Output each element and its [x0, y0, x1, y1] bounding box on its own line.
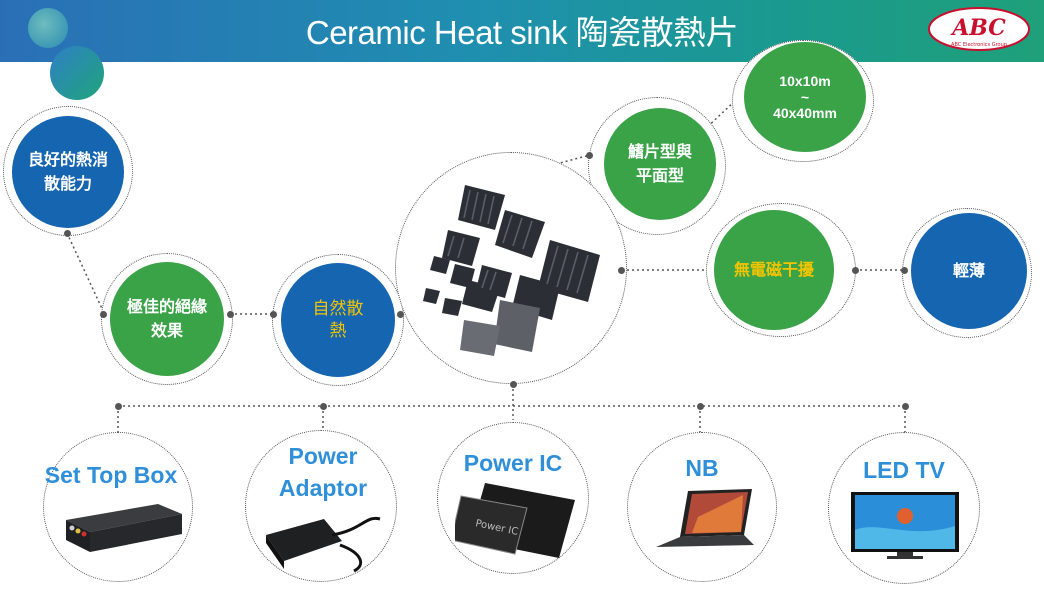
application-set-top-box	[43, 432, 193, 582]
abc-logo: ABC ABC Electronics Group	[925, 4, 1033, 54]
laptop-icon	[648, 487, 758, 553]
application-power-adaptor	[245, 430, 397, 582]
tv-icon	[849, 490, 961, 562]
feature-label: 無電磁干擾	[733, 260, 814, 279]
application-label: Power IC	[463, 450, 563, 476]
feature-label: 良好的熱消散能力	[28, 150, 109, 193]
feature-label: 輕薄	[952, 261, 985, 280]
set-top-box-icon	[58, 500, 188, 560]
feature-insulation: 極佳的絕緣效果	[110, 262, 224, 376]
connector-dot	[901, 267, 908, 274]
size-separator: ~	[800, 89, 810, 105]
svg-text:ABC: ABC	[950, 15, 1006, 41]
connector-dot	[852, 267, 859, 274]
size-min-label: 10x10m	[779, 73, 831, 89]
feature-label: 自然散熱	[312, 299, 364, 341]
connector-dot	[397, 311, 404, 318]
feature-natural-cooling: 自然散熱	[281, 263, 395, 377]
chip-icon: Power IC	[450, 478, 585, 563]
application-label: NB	[685, 455, 719, 481]
decorative-circle	[28, 8, 68, 48]
svg-text:ABC Electronics Group: ABC Electronics Group	[951, 42, 1007, 48]
header-banner	[0, 0, 1044, 62]
connector-dot	[100, 311, 107, 318]
connector-dot	[64, 230, 71, 237]
connector-dot	[115, 403, 122, 410]
connector-dot	[270, 311, 277, 318]
application-label: LED TV	[863, 457, 945, 483]
feature-light-thin: 輕薄	[911, 213, 1027, 329]
connector-dot	[902, 403, 909, 410]
application-label: Set Top Box	[44, 462, 178, 488]
feature-no-emi: 無電磁干擾	[714, 210, 834, 330]
decorative-circle	[50, 46, 104, 100]
feature-label: 極佳的絕緣效果	[127, 297, 208, 340]
connector-dot	[618, 267, 625, 274]
connector-dot	[227, 311, 234, 318]
connector-dot	[697, 403, 704, 410]
ceramic-heat-sink-image	[420, 180, 610, 360]
connector-dot	[510, 381, 517, 388]
application-label: Power Adaptor	[278, 443, 368, 501]
feature-fin-flat-type: 鰭片型與平面型	[604, 108, 716, 220]
size-max-label: 40x40mm	[773, 105, 837, 121]
connector-dot	[320, 403, 327, 410]
page-title: Ceramic Heat sink 陶瓷散熱片	[305, 14, 739, 51]
feature-size-range: 10x10m ~ 40x40mm	[744, 42, 866, 152]
power-adaptor-icon	[262, 505, 387, 575]
feature-label: 鰭片型與平面型	[627, 142, 692, 185]
feature-thermal-dissipation: 良好的熱消散能力	[12, 116, 124, 228]
connector-dot	[586, 152, 593, 159]
